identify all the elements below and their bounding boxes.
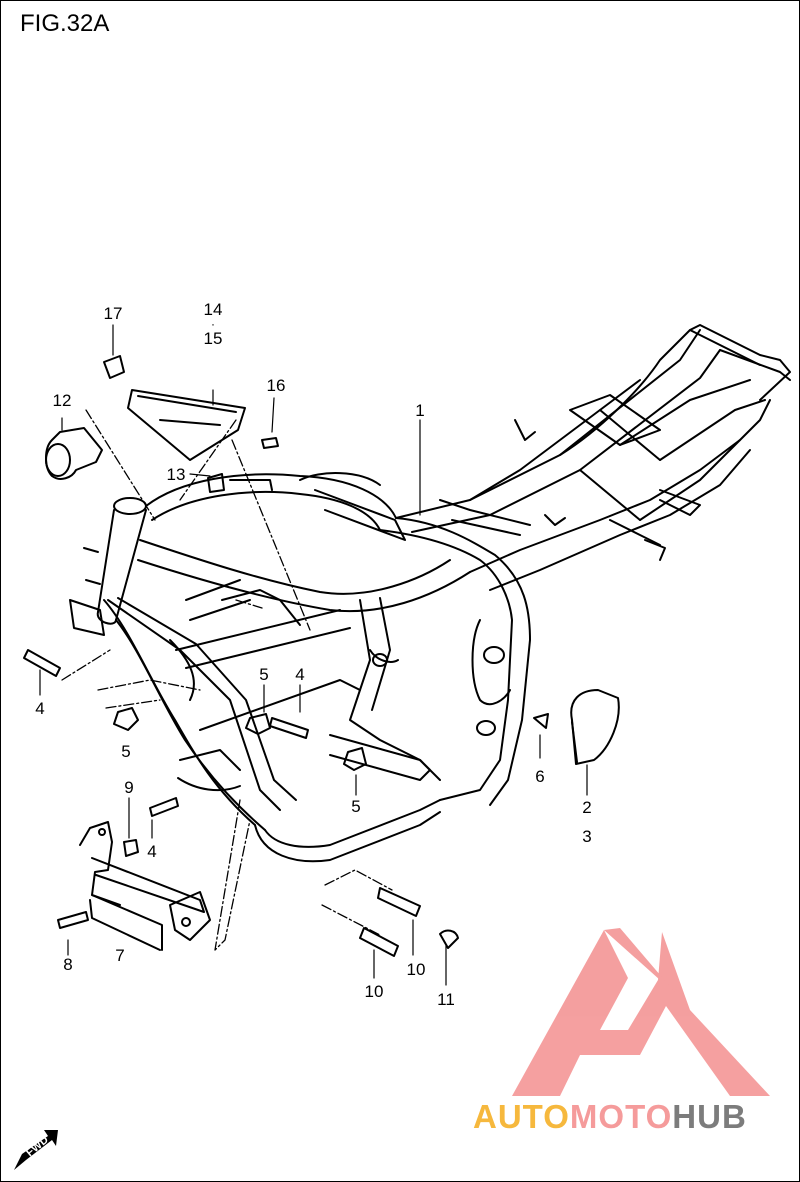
callout-5-right: 5 — [351, 797, 361, 816]
callout-7: 7 — [115, 946, 125, 965]
frame-main-spar — [349, 517, 531, 806]
callout-17: 17 — [103, 304, 123, 323]
callout-5-left: 5 — [121, 742, 131, 761]
callout-4-lower: 4 — [147, 842, 157, 861]
callout-4-left: 4 — [35, 699, 45, 718]
frame-down-tubes — [103, 597, 441, 863]
logo-text-auto: AUTO — [473, 1098, 570, 1135]
head-tube — [69, 497, 147, 636]
nuts — [103, 355, 549, 949]
callout-5-center: 5 — [259, 665, 269, 684]
callout-8: 8 — [63, 955, 73, 974]
reflector-cover — [570, 689, 620, 765]
logo-text-hub: HUB — [672, 1098, 747, 1135]
callout-13: 13 — [166, 465, 186, 484]
callout-14: 14 — [203, 300, 223, 319]
rear-subframe — [469, 419, 751, 591]
fwd-arrow-icon — [14, 1130, 58, 1170]
callout-16: 16 — [266, 376, 286, 395]
callout-11: 11 — [437, 990, 455, 1009]
watermark-logo-text: AUTOMOTOHUB — [473, 1098, 747, 1136]
automotohub-logo-icon — [512, 928, 770, 1096]
engine-bracket — [79, 821, 211, 951]
callout-15: 15 — [203, 329, 223, 348]
callout-9: 9 — [124, 778, 134, 797]
frame-top-rails — [137, 324, 791, 613]
callout-10-right: 10 — [406, 960, 426, 979]
callout-1: 1 — [415, 401, 425, 420]
leader-lines — [61, 409, 393, 951]
frame-cross-members — [175, 472, 531, 781]
callout-14-15-separator: · — [211, 317, 215, 331]
callout-10-left: 10 — [364, 982, 384, 1001]
callout-6: 6 — [535, 767, 545, 786]
callout-leaders — [39, 324, 588, 986]
callout-3: 3 — [582, 827, 592, 846]
bolts — [23, 437, 421, 957]
callout-12: 12 — [52, 391, 72, 410]
figure-title: FIG.32A — [20, 10, 110, 37]
rubber-cushion — [45, 427, 103, 480]
callout-4-center: 4 — [295, 665, 305, 684]
logo-text-moto: MOTO — [569, 1098, 673, 1135]
callout-2: 2 — [582, 798, 592, 817]
frame-side-cover — [127, 389, 246, 461]
